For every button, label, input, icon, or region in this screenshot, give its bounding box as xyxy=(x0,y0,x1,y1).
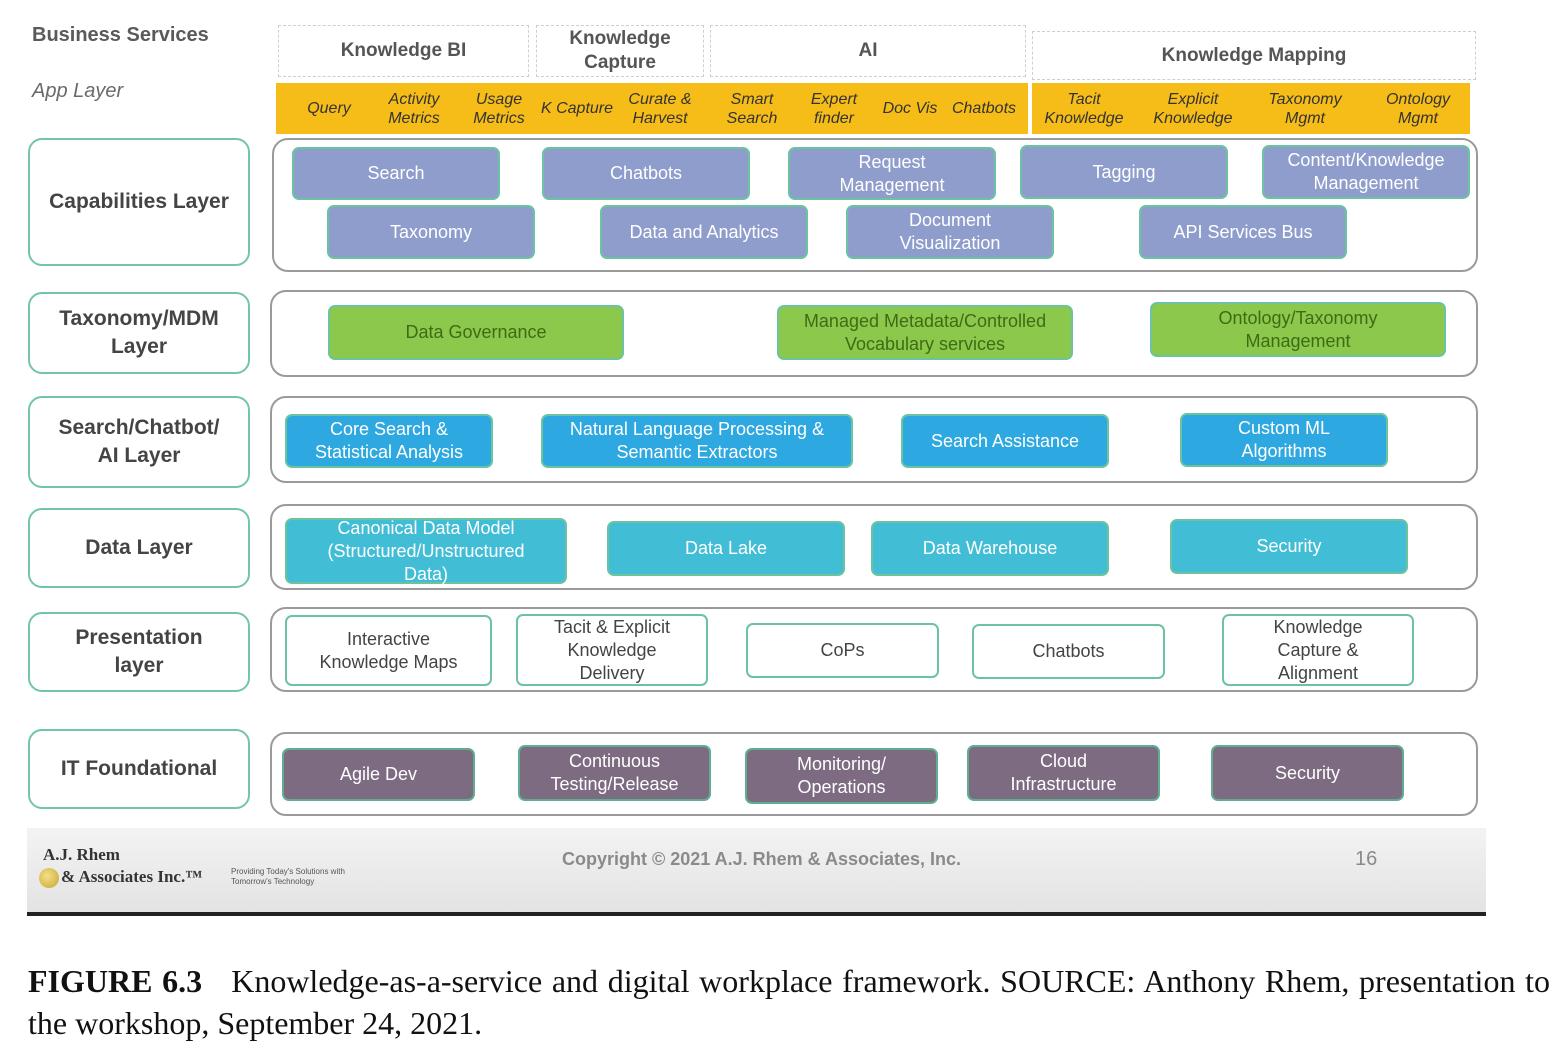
app-item: Taxonomy Mgmt xyxy=(1254,86,1356,131)
logo-tagline: Providing Today's Solutions with Tomorro… xyxy=(231,867,345,886)
capability-box: Chatbots xyxy=(542,147,750,200)
search-layer-label: Search/Chatbot/ AI Layer xyxy=(28,396,250,488)
service-knowledge-mapping: Knowledge Mapping xyxy=(1032,31,1476,80)
caption-text: Knowledge-as-a-service and digital workp… xyxy=(28,963,1551,1041)
presentation-box: CoPs xyxy=(746,623,939,678)
business-services-label: Business Services xyxy=(32,24,209,46)
search-box: Search Assistance xyxy=(901,414,1109,468)
service-knowledge-capture: Knowledge Capture xyxy=(536,25,704,77)
capability-box: API Services Bus xyxy=(1139,205,1347,259)
logo-globe-icon xyxy=(39,868,59,888)
presentation-layer-label: Presentation layer xyxy=(28,612,250,692)
data-box: Data Lake xyxy=(607,521,845,576)
app-item: Curate & Harvest xyxy=(618,86,702,131)
app-item: K Capture xyxy=(538,86,616,131)
service-knowledge-bi: Knowledge BI xyxy=(278,25,529,77)
app-item: Activity Metrics xyxy=(372,86,456,131)
slide-footer xyxy=(27,828,1486,916)
slide-page-number: 16 xyxy=(1355,848,1378,870)
presentation-box: Chatbots xyxy=(972,624,1165,679)
app-item: Chatbots xyxy=(946,86,1022,131)
taxonomy-box: Ontology/Taxonomy Management xyxy=(1150,302,1446,357)
search-box: Core Search & Statistical Analysis xyxy=(285,414,493,468)
search-box: Custom ML Algorithms xyxy=(1180,413,1388,467)
capability-box: Tagging xyxy=(1020,145,1228,199)
capability-box: Request Management xyxy=(788,147,996,200)
logo-name: A.J. Rhem xyxy=(43,845,120,864)
capabilities-layer-label: Capabilities Layer xyxy=(28,138,250,266)
logo-company: & Associates Inc.™ xyxy=(61,867,203,886)
capability-box: Data and Analytics xyxy=(600,205,808,259)
capability-box: Content/Knowledge Management xyxy=(1262,145,1470,199)
app-item: Usage Metrics xyxy=(462,86,536,131)
app-item: Explicit Knowledge xyxy=(1140,86,1246,131)
data-box: Security xyxy=(1170,519,1408,574)
data-box: Data Warehouse xyxy=(871,521,1109,576)
service-ai: AI xyxy=(710,25,1026,77)
app-item: Expert finder xyxy=(796,86,872,131)
it-box: Monitoring/ Operations xyxy=(745,748,938,804)
it-box: Continuous Testing/Release xyxy=(518,745,711,801)
figure-caption: FIGURE 6.3 Knowledge-as-a-service and di… xyxy=(28,960,1550,1044)
capability-box: Search xyxy=(292,147,500,200)
app-item: Doc Vis xyxy=(874,86,946,131)
data-box: Canonical Data Model (Structured/Unstruc… xyxy=(285,518,567,584)
presentation-box: Knowledge Capture & Alignment xyxy=(1222,614,1414,686)
app-item: Smart Search xyxy=(710,86,794,131)
search-box: Natural Language Processing & Semantic E… xyxy=(541,414,853,468)
taxonomy-box: Data Governance xyxy=(328,305,624,360)
taxonomy-layer-label: Taxonomy/MDM Layer xyxy=(28,292,250,374)
presentation-box: Tacit & Explicit Knowledge Delivery xyxy=(516,614,708,686)
it-box: Agile Dev xyxy=(282,748,475,801)
it-foundational-label: IT Foundational xyxy=(28,729,250,809)
it-box: Security xyxy=(1211,745,1404,801)
figure-label: FIGURE 6.3 xyxy=(28,963,203,999)
app-item: Query xyxy=(296,86,362,131)
taxonomy-box: Managed Metadata/Controlled Vocabulary s… xyxy=(777,305,1073,360)
capability-box: Document Visualization xyxy=(846,205,1054,259)
app-item: Tacit Knowledge xyxy=(1036,86,1132,131)
it-box: Cloud Infrastructure xyxy=(967,745,1160,801)
copyright-text: Copyright © 2021 A.J. Rhem & Associates,… xyxy=(562,849,962,869)
app-item: Ontology Mgmt xyxy=(1366,86,1470,131)
capability-box: Taxonomy xyxy=(327,205,535,259)
presentation-box: Interactive Knowledge Maps xyxy=(285,615,492,686)
app-layer-label: App Layer xyxy=(32,80,124,102)
data-layer-label: Data Layer xyxy=(28,508,250,588)
